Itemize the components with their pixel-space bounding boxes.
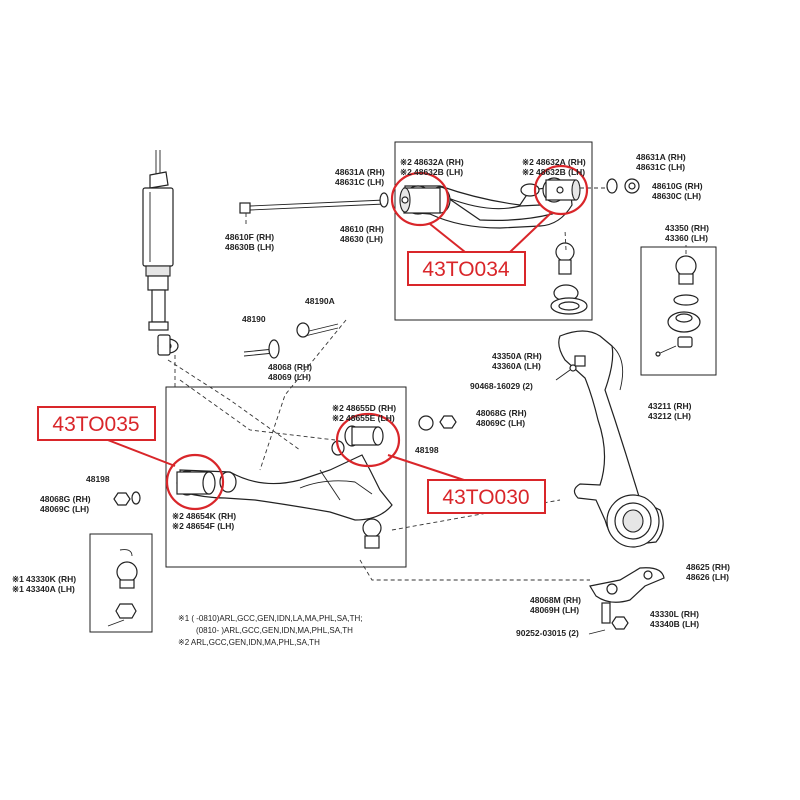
callout-lower-arm-front: 43TO030 xyxy=(442,486,529,509)
part-label: 48198 xyxy=(86,474,110,484)
part-mark: ※2 xyxy=(400,167,412,177)
part-label: 48068 (RH) xyxy=(268,362,312,372)
part-label: 43350 (RH) xyxy=(665,223,709,233)
part-label: 48655E (LH) xyxy=(346,413,395,423)
part-label: 48632A (RH) xyxy=(414,157,464,167)
callout-box-upper xyxy=(407,251,526,286)
upper-ball-joint xyxy=(550,242,588,315)
part-mark: ※2 xyxy=(172,511,184,521)
part-label: 48610F (RH) xyxy=(225,232,274,242)
callout-box-lower-front xyxy=(427,479,546,514)
lower-arm-frame xyxy=(165,386,407,568)
part-label: 48654K (RH) xyxy=(186,511,236,521)
upper-rear-bushing-ring xyxy=(533,164,589,216)
callout-upper-arm: 43TO034 xyxy=(422,258,509,281)
footnote-1b: (0810- )ARL,GCC,GEN,IDN,MA,PHL,SA,TH xyxy=(196,626,353,635)
part-label: 48068M (RH) xyxy=(530,595,581,605)
part-mark: ※2 xyxy=(332,403,344,413)
part-label: 48610 (RH) xyxy=(340,224,384,234)
part-label: 48069C (LH) xyxy=(476,418,525,428)
upper-control-arm xyxy=(399,177,581,229)
part-label: 48068G (RH) xyxy=(40,494,91,504)
ball-joint-43350 xyxy=(655,255,701,357)
upper-arm-bolt xyxy=(239,192,389,226)
part-label: 43330L (RH) xyxy=(650,609,699,619)
lower-arm-bolts xyxy=(113,322,457,506)
part-label: 43340B (LH) xyxy=(650,619,699,629)
callout-lower-arm-rear: 43TO035 xyxy=(52,413,139,436)
part-label: 90468-16029 (2) xyxy=(470,381,533,391)
ball-joint-frame xyxy=(640,246,717,376)
part-mark: ※1 xyxy=(12,584,24,594)
part-label: 48190A xyxy=(305,296,335,306)
part-label: 43350A (RH) xyxy=(492,351,542,361)
part-mark: ※2 xyxy=(522,167,534,177)
upper-arm-frame xyxy=(394,141,593,321)
part-label: 48632B (LH) xyxy=(536,167,585,177)
part-label: 48069 (LH) xyxy=(268,372,311,382)
part-label: 48069C (LH) xyxy=(40,504,89,514)
part-mark: ※2 xyxy=(172,521,184,531)
part-label: 48631C (LH) xyxy=(636,162,685,172)
part-label: 48625 (RH) xyxy=(686,562,730,572)
part-label: 48632A (RH) xyxy=(536,157,586,167)
part-label: 48630 (LH) xyxy=(340,234,383,244)
lower-bracket xyxy=(588,567,665,635)
footnotes: ※1 ( -0810)ARL,GCC,GEN,IDN,LA,MA,PHL,SA,… xyxy=(178,614,363,647)
callout-leader-upper-a xyxy=(429,223,466,253)
part-label: 48190 xyxy=(242,314,266,324)
part-label: 48198 xyxy=(415,445,439,455)
lower-ball-joint xyxy=(107,549,138,627)
part-label: 43340A (LH) xyxy=(26,584,75,594)
footnote-1a: ※1 ( -0810)ARL,GCC,GEN,IDN,LA,MA,PHL,SA,… xyxy=(178,614,363,623)
part-labels: 48631A (RH) 48631C (LH) ※2 48632A (RH) ※… xyxy=(12,152,730,638)
footnote-2: ※2 ARL,GCC,GEN,IDN,MA,PHL,SA,TH xyxy=(178,638,320,647)
part-mark: ※2 xyxy=(522,157,534,167)
upper-arm-nut-right xyxy=(580,178,640,194)
upper-front-bushing-ring xyxy=(390,171,450,227)
callout-leader-lower-rear xyxy=(99,436,176,467)
callout-box-lower-rear xyxy=(37,406,156,441)
part-label: 48630C (LH) xyxy=(652,191,701,201)
shock-absorber xyxy=(142,150,179,356)
dashed-leaders xyxy=(167,229,687,581)
part-label: 48631A (RH) xyxy=(335,167,385,177)
part-mark: ※2 xyxy=(400,157,412,167)
lower-control-arm xyxy=(176,425,393,549)
part-label: 48069H (LH) xyxy=(530,605,579,615)
part-label: 48654F (LH) xyxy=(186,521,234,531)
part-label: 48068G (RH) xyxy=(476,408,527,418)
part-mark: ※2 xyxy=(332,413,344,423)
part-label: 48631C (LH) xyxy=(335,177,384,187)
part-mark: ※1 xyxy=(12,574,24,584)
part-label: 43211 (RH) xyxy=(648,401,692,411)
part-label: 48630B (LH) xyxy=(225,242,274,252)
part-label: 43212 (LH) xyxy=(648,411,691,421)
part-label: 48632B (LH) xyxy=(414,167,463,177)
part-label: 90252-03015 (2) xyxy=(516,628,579,638)
part-label: 48626 (LH) xyxy=(686,572,729,582)
part-label: 43360 (LH) xyxy=(665,233,708,243)
part-label: 48655D (RH) xyxy=(346,403,396,413)
callout-leader-lower-front xyxy=(387,454,471,483)
part-label: 43360A (LH) xyxy=(492,361,541,371)
steering-knuckle xyxy=(555,330,664,548)
part-label: 48631A (RH) xyxy=(636,152,686,162)
lower-rear-bushing-ring xyxy=(165,453,225,511)
part-label: 48610G (RH) xyxy=(652,181,703,191)
lower-ball-joint-frame xyxy=(89,533,153,633)
lower-front-bushing-ring xyxy=(335,412,401,468)
part-label: 43330K (RH) xyxy=(26,574,76,584)
callout-leader-upper-b xyxy=(509,211,553,253)
